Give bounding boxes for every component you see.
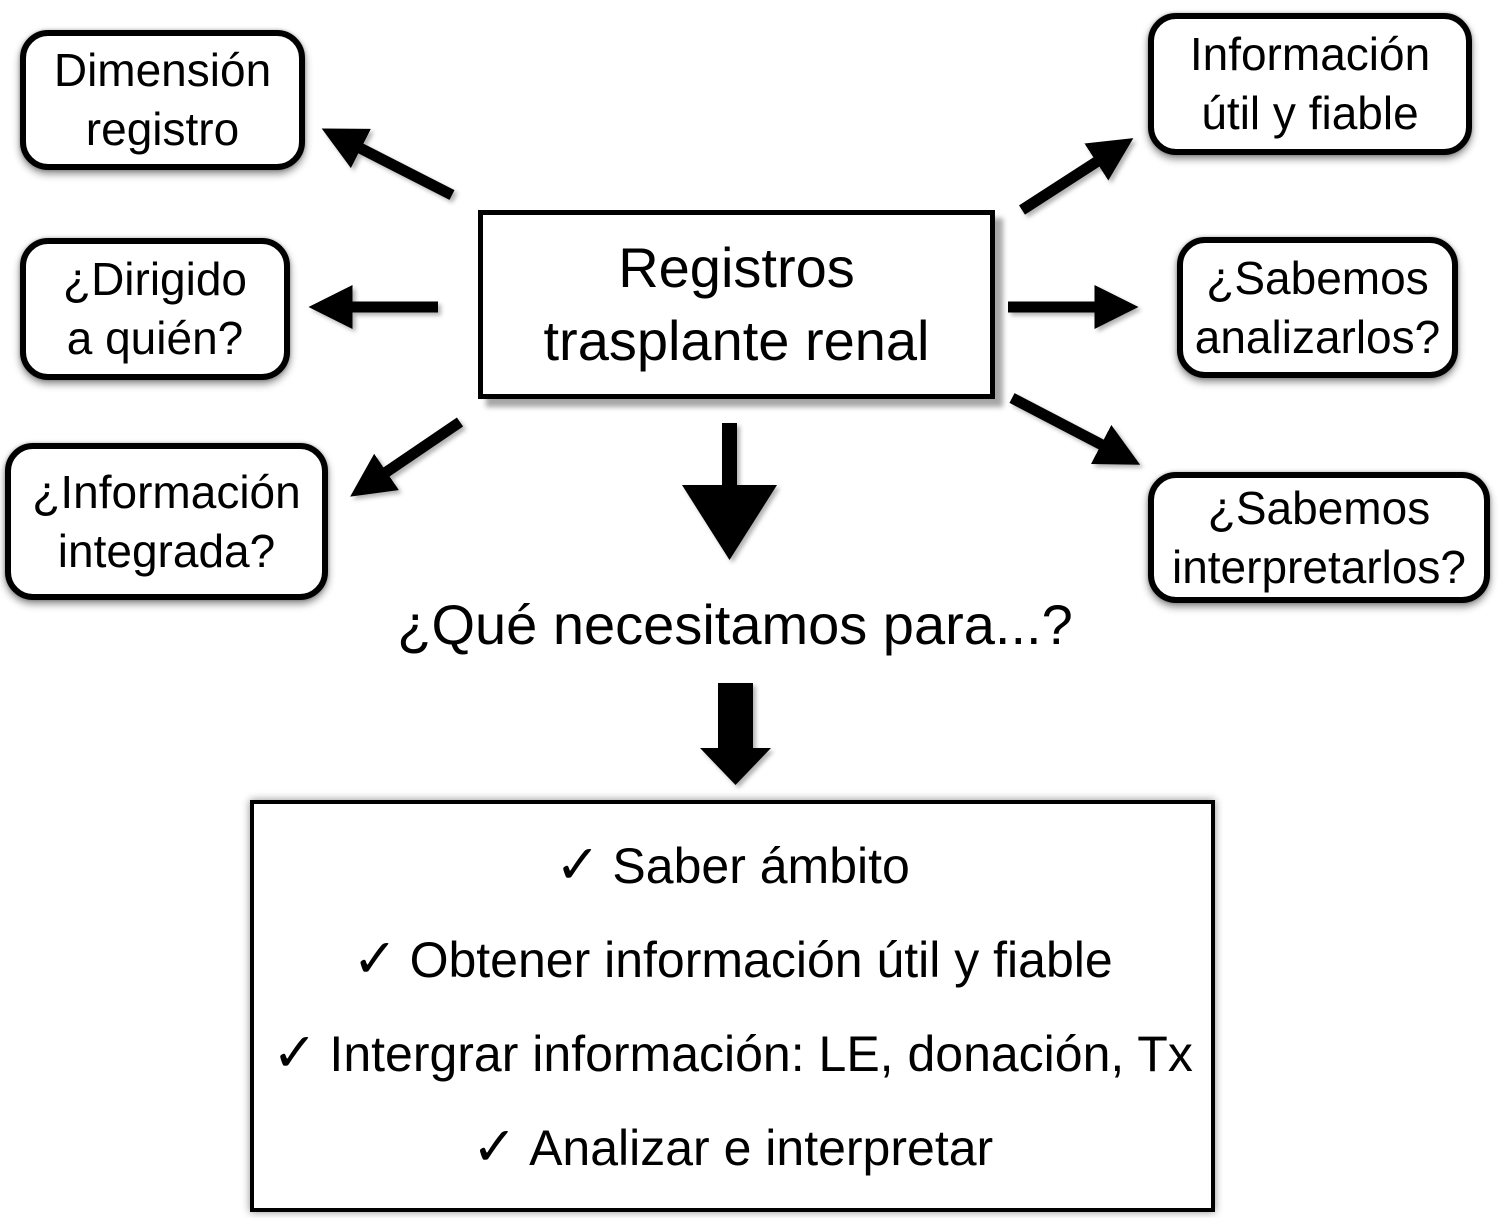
checklist-item-text: Intergrar información: LE, donación, Tx [329, 1026, 1193, 1083]
checklist-item-text: Obtener información útil y fiable [409, 932, 1113, 989]
question-text: ¿Qué necesitamos para...? [397, 593, 1073, 656]
node-label: Dimensión registro [53, 44, 272, 155]
node-label: ¿Dirigido a quién? [62, 253, 248, 364]
node-label: ¿Sabemos analizarlos? [1194, 251, 1441, 363]
node-dimension-registro: Dimensión registro [20, 30, 305, 170]
node-label: ¿Información integrada? [32, 465, 301, 577]
check-icon: ✓ [555, 833, 601, 897]
node-dirigido-a-quien: ¿Dirigido a quién? [20, 238, 290, 380]
down-arrow-to-question-icon [682, 423, 777, 560]
check-icon: ✓ [352, 927, 398, 991]
check-icon: ✓ [471, 1115, 518, 1179]
checklist-box: ✓ Saber ámbito ✓ Obtener información úti… [250, 800, 1215, 1212]
node-label: Información útil y fiable [1189, 28, 1431, 139]
node-sabemos-interpretarlos: ¿Sabemos interpretarlos? [1148, 472, 1490, 603]
checklist-item: ✓ Saber ámbito [555, 833, 910, 897]
arrow-to-dimension-registro-icon [321, 128, 455, 200]
node-sabemos-analizarlos: ¿Sabemos analizarlos? [1177, 237, 1458, 378]
arrow-to-sabemos-interpretarlos-icon [1009, 393, 1141, 465]
check-icon: ✓ [272, 1021, 318, 1085]
node-registros-trasplante-renal: Registros trasplante renal [478, 210, 995, 399]
node-label: Registros trasplante renal [543, 235, 930, 372]
node-informacion-integrada: ¿Información integrada? [5, 443, 328, 600]
down-arrow-to-checklist-icon [700, 683, 771, 785]
node-informacion-util-y-fiable: Información útil y fiable [1148, 13, 1472, 155]
checklist-item: ✓ Obtener información útil y fiable [352, 927, 1113, 991]
checklist-item: ✓ Intergrar información: LE, donación, T… [272, 1021, 1193, 1085]
node-label: ¿Sabemos interpretarlos? [1171, 481, 1467, 593]
checklist-item-text: Analizar e interpretar [529, 1120, 994, 1177]
checklist-item: ✓ Analizar e interpretar [471, 1115, 994, 1179]
arrow-to-informacion-integrada-icon [350, 417, 464, 497]
checklist-item-text: Saber ámbito [612, 838, 910, 895]
arrow-to-informacion-util-icon [1019, 138, 1134, 215]
